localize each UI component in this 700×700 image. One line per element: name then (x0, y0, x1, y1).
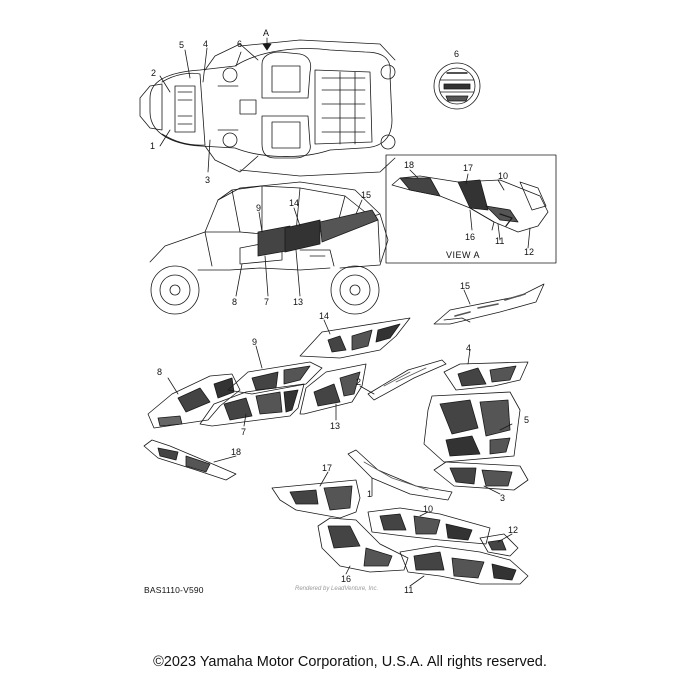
callout-exp-18: 18 (231, 447, 242, 457)
decal-12 (479, 533, 519, 557)
callout-top-5: 5 (179, 40, 185, 50)
decal-2 (367, 359, 447, 401)
decal-14 (299, 317, 411, 359)
decal-3 (433, 461, 529, 491)
callout-side-15: 15 (361, 190, 372, 200)
decal-16 (317, 517, 409, 573)
watermark: Rendered by LeadVenture, Inc. (295, 586, 379, 592)
decal-7 (199, 383, 305, 427)
callout-viewa-16: 16 (465, 232, 476, 242)
decal-1 (347, 449, 453, 501)
callout-viewa-17: 17 (463, 163, 474, 173)
view-a-decals (391, 175, 549, 233)
decal-5 (423, 391, 521, 463)
decal-18 (143, 439, 237, 481)
decal-4 (443, 361, 529, 391)
callout-exp-9: 9 (252, 337, 258, 347)
callout-top-1: 1 (150, 141, 156, 151)
copyright-notice: ©2023 Yamaha Motor Corporation, U.S.A. A… (153, 654, 547, 670)
callout-emblem-6: 6 (454, 49, 460, 59)
view-a-label: VIEW A (446, 250, 481, 260)
callout-side-14: 14 (289, 198, 300, 208)
decal-13 (299, 363, 367, 415)
view-a-arrow (262, 37, 272, 51)
callout-exp-3: 3 (500, 493, 506, 503)
yamaha-emblem-decal (433, 62, 481, 110)
callout-top-2: 2 (151, 68, 157, 78)
catalog-code: BAS1110-V590 (144, 585, 204, 595)
callout-exp-1: 1 (367, 489, 373, 499)
decal-8 (147, 373, 241, 429)
callout-viewa-18: 18 (404, 160, 415, 170)
decal-17 (271, 479, 361, 519)
callout-exp-7: 7 (241, 427, 247, 437)
decal-11 (399, 545, 529, 585)
callout-side-13: 13 (293, 297, 304, 307)
callout-exp-8: 8 (157, 367, 163, 377)
callout-exp-2: 2 (356, 377, 362, 387)
decal-15 (433, 283, 545, 325)
callout-top-6: 6 (237, 39, 243, 49)
callout-exp-12: 12 (508, 525, 519, 535)
view-a-arrow-label: A (263, 28, 270, 38)
decal-10 (367, 507, 491, 545)
callout-side-8: 8 (232, 297, 238, 307)
callout-viewa-10: 10 (498, 171, 509, 181)
callout-exp-4: 4 (466, 343, 472, 353)
decal-9 (227, 361, 323, 395)
callout-exp-11: 11 (404, 585, 414, 595)
callout-top-4: 4 (203, 39, 209, 49)
callout-top-3: 3 (205, 175, 211, 185)
callout-viewa-11: 11 (495, 236, 505, 246)
callout-exp-17: 17 (322, 463, 333, 473)
callout-exp-16: 16 (341, 574, 352, 584)
vehicle-top-view (139, 39, 396, 177)
view-a-inset-frame (385, 154, 557, 264)
callout-exp-10: 10 (423, 504, 434, 514)
callout-exp-15: 15 (460, 281, 471, 291)
callout-exp-14: 14 (319, 311, 330, 321)
callout-exp-13: 13 (330, 421, 341, 431)
vehicle-side-view (149, 181, 389, 315)
callout-side-9: 9 (256, 203, 262, 213)
callout-exp-5: 5 (524, 415, 530, 425)
callout-side-7: 7 (264, 297, 270, 307)
callout-viewa-12: 12 (524, 247, 535, 257)
